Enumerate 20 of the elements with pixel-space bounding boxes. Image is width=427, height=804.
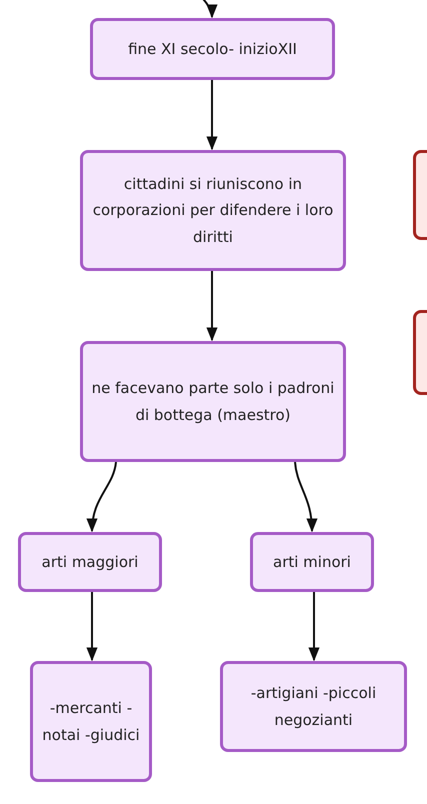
box-text: arti minori — [273, 552, 351, 573]
process-box — [250, 532, 374, 592]
arrow — [87, 462, 117, 532]
box-text: -artigiani -piccoli negozianti — [250, 683, 378, 730]
box-text: cittadini si riuniscono in corporazioni per difendere i loro diritti — [92, 174, 334, 248]
box-text: fine XI secolo- inizioXII — [128, 38, 297, 60]
arrow — [294, 462, 318, 532]
process-box — [80, 341, 346, 462]
process-box — [90, 18, 335, 80]
process-box — [18, 532, 162, 592]
arrow — [86, 592, 98, 662]
arrow — [206, 80, 218, 150]
process-box — [80, 150, 346, 271]
arrow — [206, 271, 218, 342]
box-text: -mercanti -notai -giudici — [41, 698, 141, 746]
arrow — [308, 592, 320, 662]
box-text: arti maggiori — [42, 552, 138, 573]
box-text: ne facevano parte solo i padroni di bottega (maestro) — [91, 378, 335, 426]
process-box — [30, 661, 152, 782]
process-box — [220, 661, 407, 752]
